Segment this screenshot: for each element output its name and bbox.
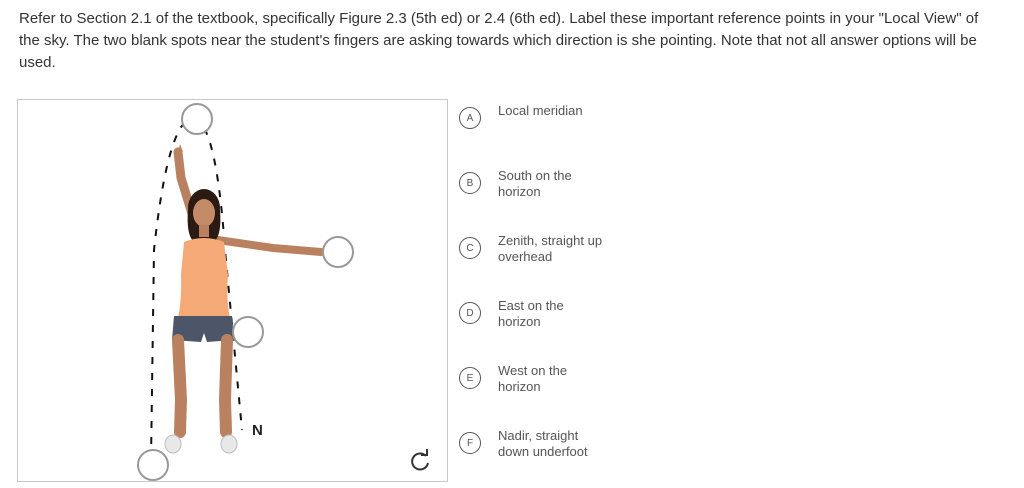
student-figure bbox=[164, 144, 325, 454]
meridian-dashed-line bbox=[150, 116, 243, 461]
option-c[interactable]: C Zenith, straight up overhead bbox=[459, 233, 608, 265]
option-b[interactable]: B South on the horizon bbox=[459, 168, 608, 200]
option-c-label: Zenith, straight up overhead bbox=[498, 233, 603, 264]
option-f-letter: F bbox=[459, 432, 481, 454]
option-d-label: East on the horizon bbox=[498, 298, 564, 329]
local-view-figure: N bbox=[17, 99, 448, 482]
option-d[interactable]: D East on the horizon bbox=[459, 298, 608, 330]
option-d-letter: D bbox=[459, 302, 481, 324]
drop-target-top[interactable] bbox=[181, 103, 213, 135]
option-c-letter: C bbox=[459, 237, 481, 259]
option-a-letter: A bbox=[459, 107, 481, 129]
option-a-label: Local meridian bbox=[498, 103, 583, 118]
drop-target-bottom[interactable] bbox=[137, 449, 169, 481]
drop-target-lower-right[interactable] bbox=[232, 316, 264, 348]
option-f[interactable]: F Nadir, straight down underfoot bbox=[459, 428, 608, 460]
option-e-label: West on the horizon bbox=[498, 363, 568, 394]
option-e[interactable]: E West on the horizon bbox=[459, 363, 608, 395]
reset-button[interactable] bbox=[405, 447, 435, 477]
north-marker: N bbox=[252, 422, 263, 439]
option-e-letter: E bbox=[459, 367, 481, 389]
question-prompt: Refer to Section 2.1 of the textbook, sp… bbox=[19, 10, 979, 71]
drop-target-pointing-hand[interactable] bbox=[322, 236, 354, 268]
option-a[interactable]: A Local meridian bbox=[459, 103, 608, 129]
reset-icon bbox=[411, 449, 429, 471]
option-b-letter: B bbox=[459, 172, 481, 194]
option-b-label: South on the horizon bbox=[498, 168, 572, 199]
option-f-label: Nadir, straight down underfoot bbox=[498, 428, 588, 459]
figure-canvas: N bbox=[137, 103, 354, 481]
